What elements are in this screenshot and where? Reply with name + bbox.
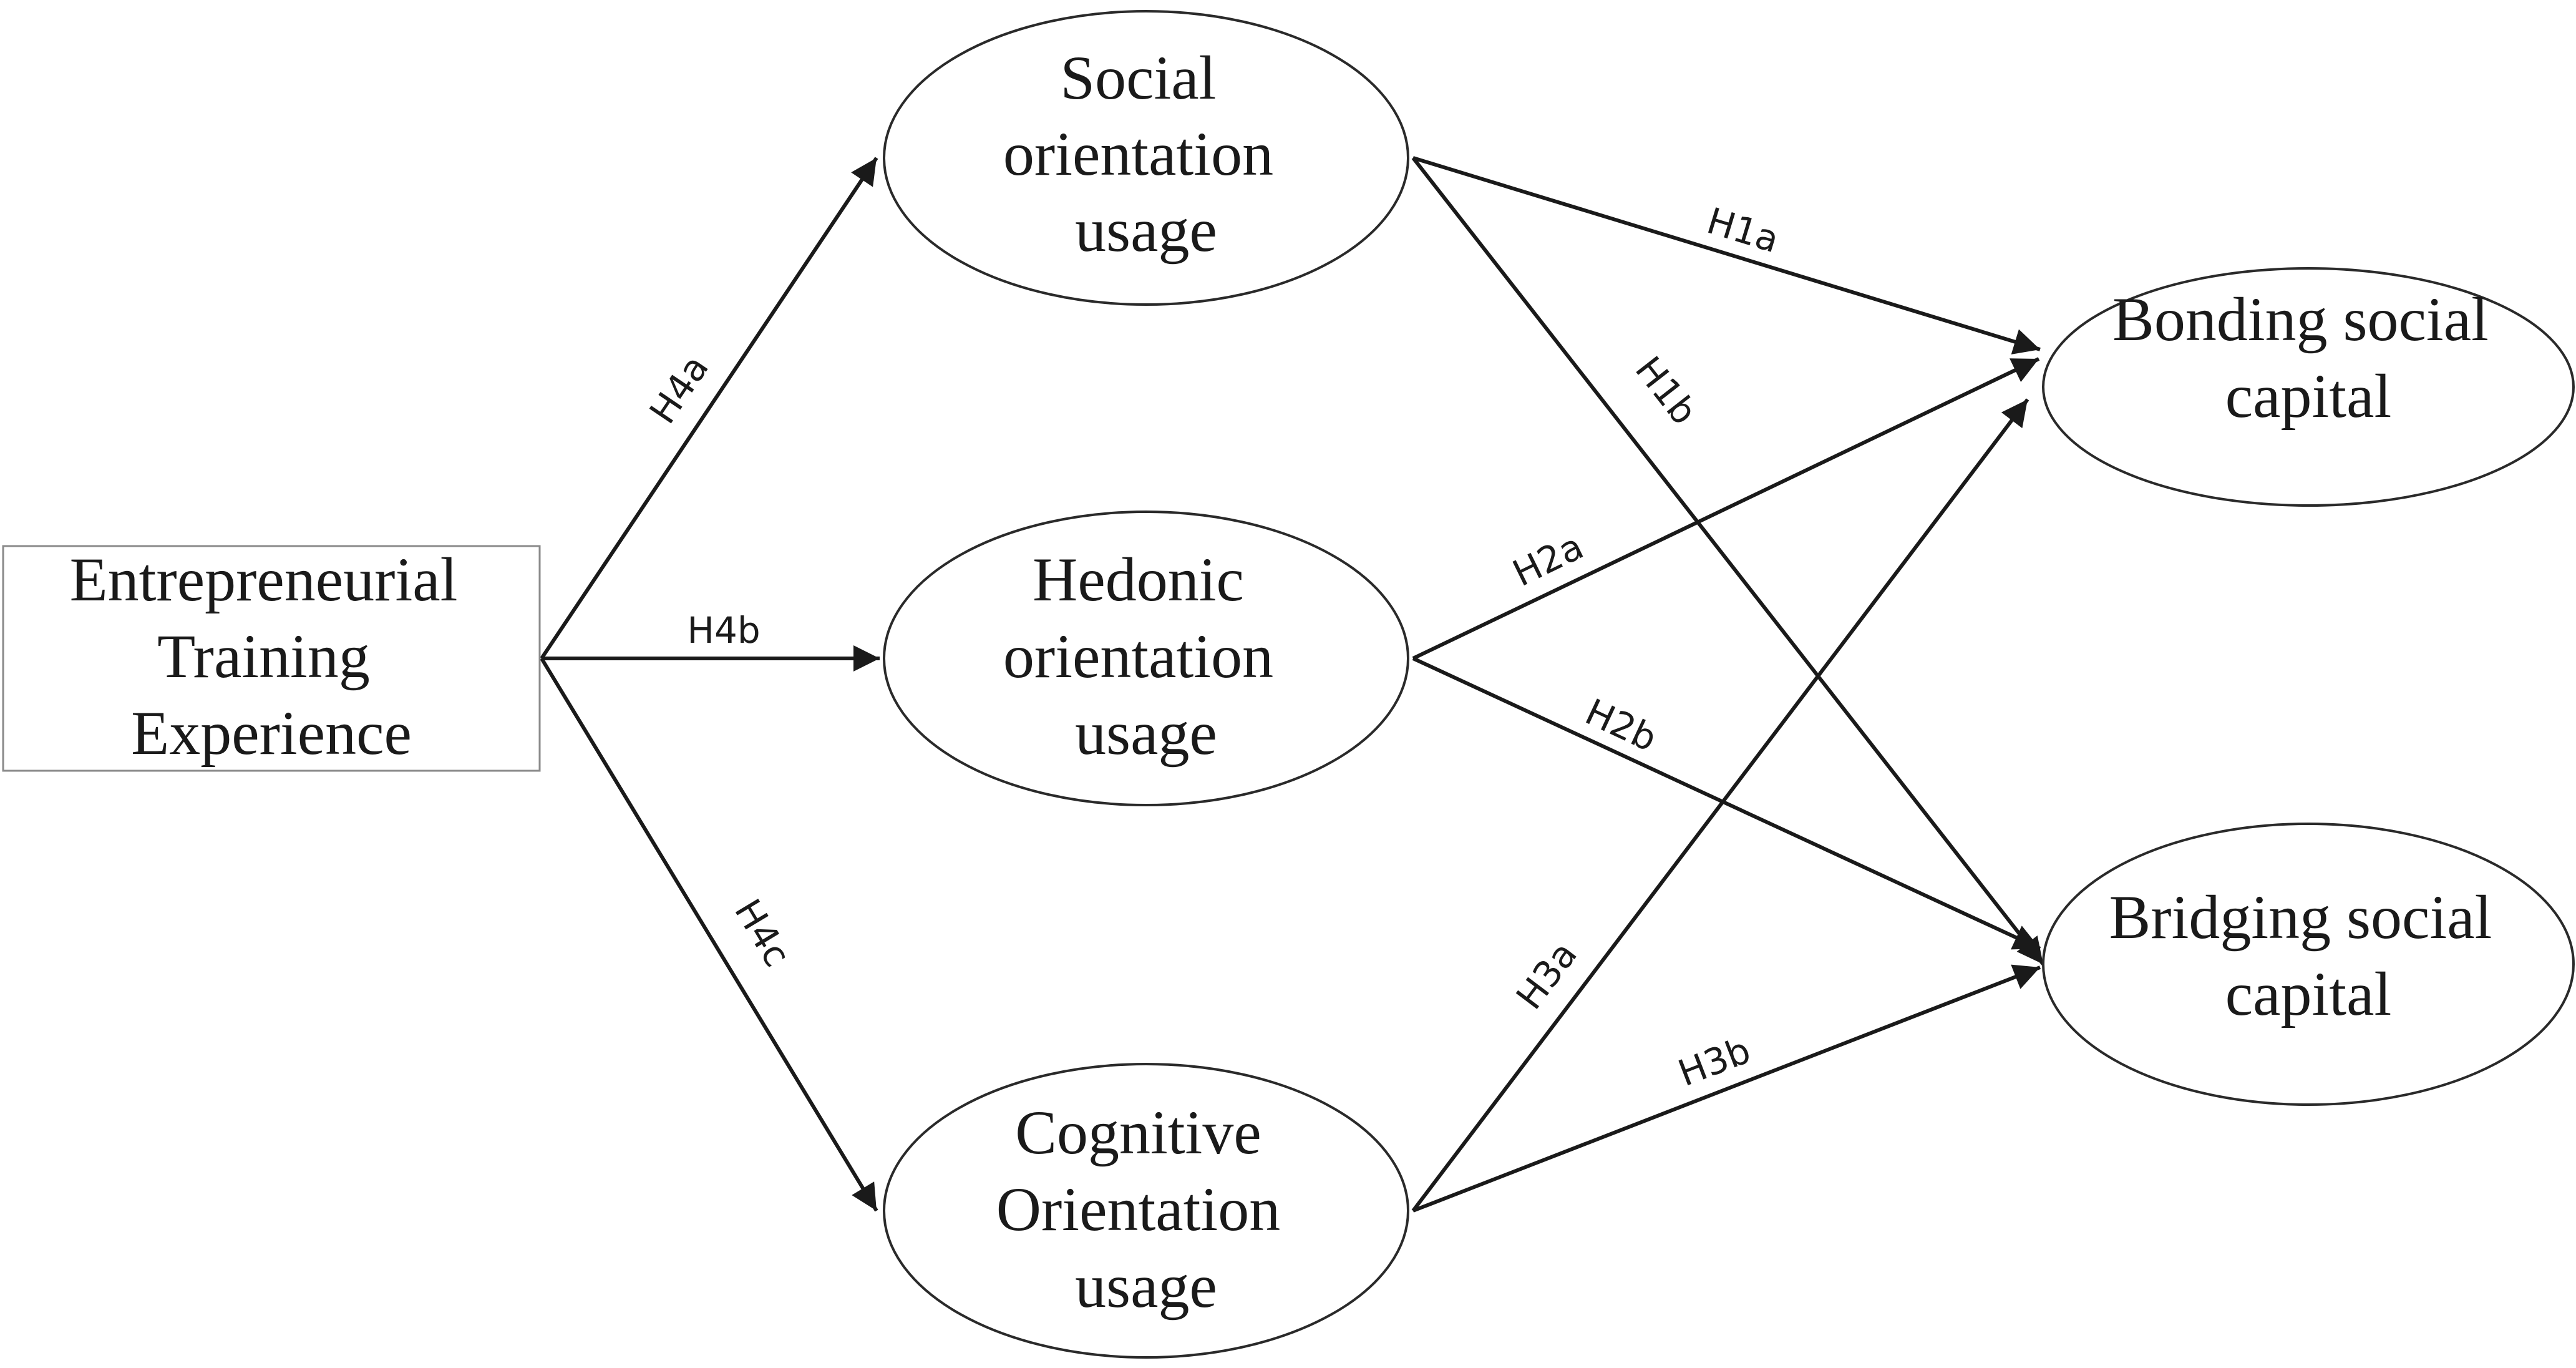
edge-h3a xyxy=(1411,398,2029,1212)
node-label: Social orientation usage xyxy=(1003,43,1289,265)
node-label-line: Bonding social xyxy=(2112,285,2489,354)
node-ellipse xyxy=(2042,267,2575,507)
node-label-line: Cognitive xyxy=(1015,1098,1261,1167)
node-entrepreneurial-training-experience: Entrepreneurial Training Experience xyxy=(2,545,541,772)
node-hedonic-orientation-usage: Hedonic orientation usage xyxy=(883,511,1409,806)
edge-label-h4c: H4c xyxy=(726,892,799,974)
node-label-line: usage xyxy=(1075,1251,1217,1321)
edges xyxy=(540,156,2045,1213)
edge-h1a xyxy=(1412,156,2041,354)
edge-label-h4a: H4a xyxy=(641,348,717,431)
edge-label-h1b: H1b xyxy=(1627,349,1706,432)
node-social-orientation-usage: Social orientation usage xyxy=(883,10,1409,306)
edge-label-h2b: H2b xyxy=(1579,690,1663,760)
node-label: Cognitive Orientation usage xyxy=(996,1098,1296,1321)
node-cognitive-orientation-usage: Cognitive Orientation usage xyxy=(883,1063,1409,1359)
node-ellipse xyxy=(883,511,1409,806)
node-label-line: Bridging social xyxy=(2109,882,2492,952)
node-label-line: Orientation xyxy=(996,1175,1280,1244)
edge-label-h4b: H4b xyxy=(687,609,760,652)
edge-label-h3b: H3b xyxy=(1673,1029,1756,1095)
node-label: Bonding social capital xyxy=(2112,285,2504,431)
node-label-line: orientation xyxy=(1003,119,1273,188)
node-label: Entrepreneurial Training Experience xyxy=(70,545,474,768)
node-box xyxy=(2,545,541,772)
node-label-line: usage xyxy=(1075,195,1217,265)
node-bridging-social-capital: Bridging social capital xyxy=(2042,823,2575,1106)
edge-h2a xyxy=(1412,357,2040,660)
node-label-line: Social xyxy=(1061,43,1217,112)
edge-h4a xyxy=(540,157,878,660)
node-label-line: Entrepreneurial xyxy=(70,545,458,614)
node-bonding-social-capital: Bonding social capital xyxy=(2042,267,2575,507)
node-label-line: orientation xyxy=(1003,622,1273,691)
edge-label-h2a: H2a xyxy=(1506,525,1590,595)
node-label-line: usage xyxy=(1075,698,1217,768)
edge-h3b xyxy=(1412,964,2041,1213)
node-label: Hedonic orientation usage xyxy=(1003,545,1289,768)
edge-h1b xyxy=(1411,157,2045,965)
node-label-line: Experience xyxy=(131,698,412,768)
node-label-line: capital xyxy=(2225,959,2392,1028)
node-ellipse xyxy=(883,1063,1409,1359)
edge-label-h3a: H3a xyxy=(1508,934,1585,1017)
edge-h2b xyxy=(1412,657,2041,950)
edge-h4c xyxy=(540,657,878,1212)
node-label-line: Training xyxy=(157,622,370,691)
node-label-line: Hedonic xyxy=(1033,545,1244,614)
node-ellipse xyxy=(2042,823,2575,1106)
node-ellipse xyxy=(883,10,1409,306)
node-label: Bridging social capital xyxy=(2109,882,2508,1028)
node-label-line: capital xyxy=(2225,361,2392,431)
